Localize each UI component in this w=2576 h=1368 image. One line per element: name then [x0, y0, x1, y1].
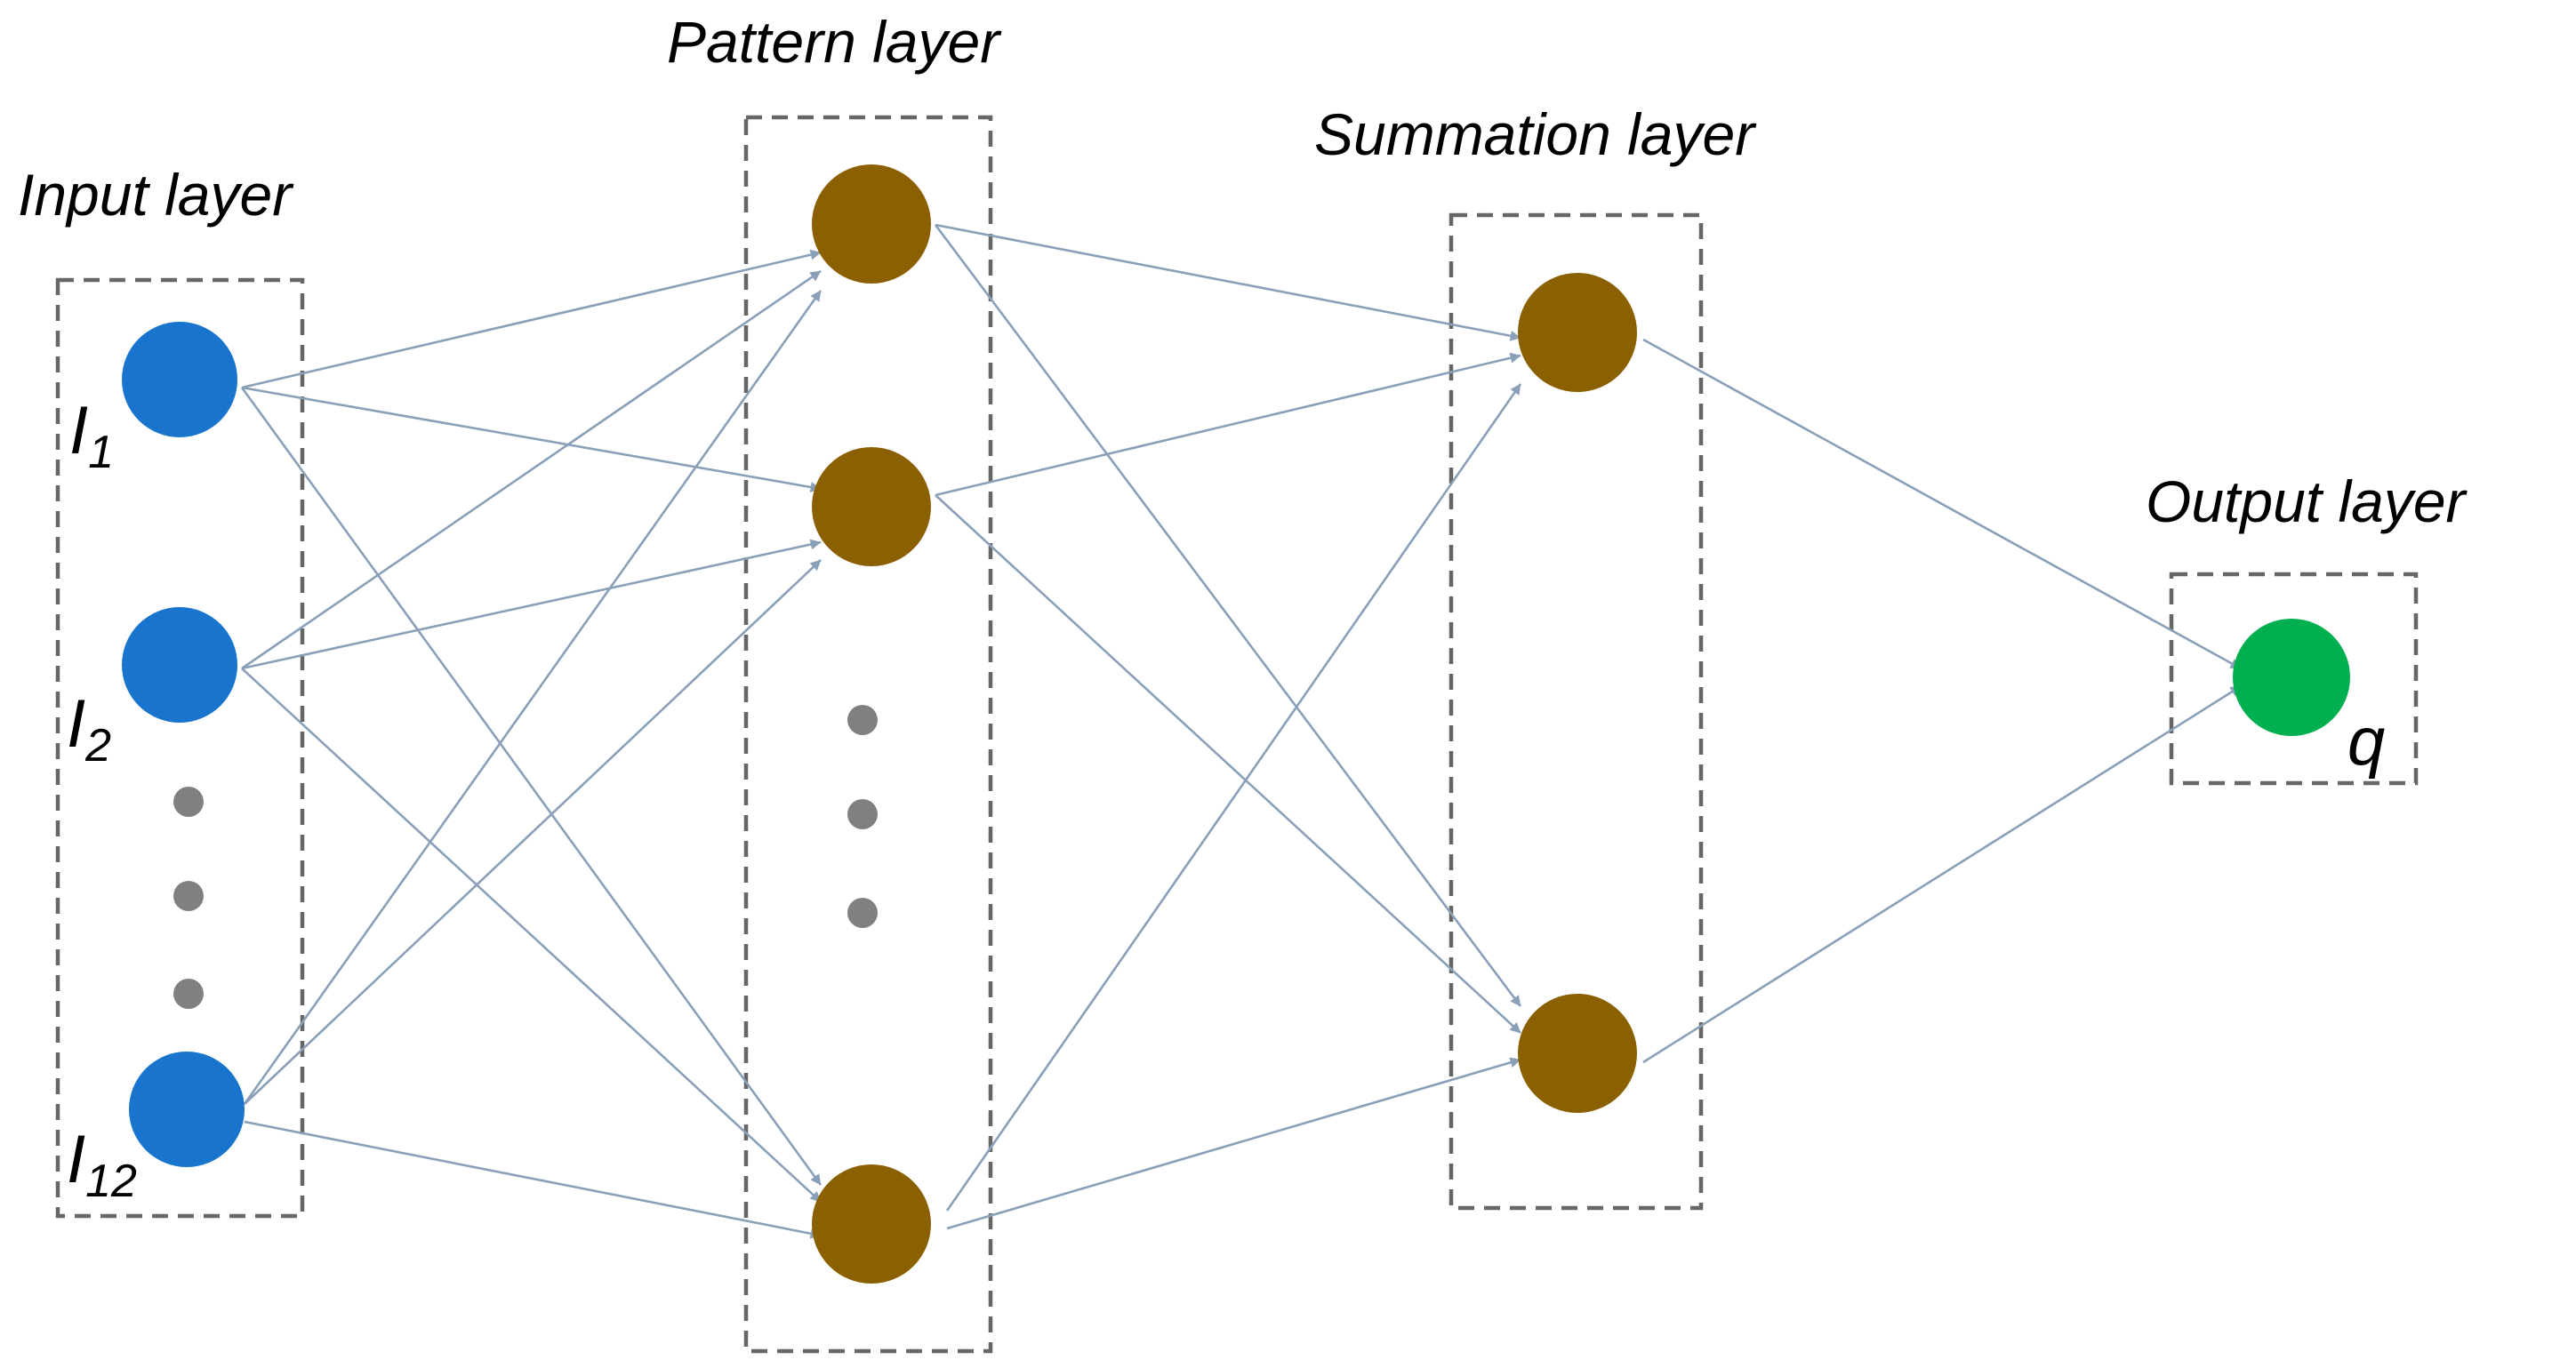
edge-p3-s1: [945, 383, 1522, 1212]
input-layer-box: [55, 277, 305, 1219]
edge-s2-out: [1642, 684, 2242, 1064]
summation-node: [1518, 994, 1637, 1113]
input-node-2: [122, 607, 237, 723]
pattern-node: [812, 1164, 931, 1284]
edge-p1-s2: [934, 224, 1522, 1007]
edge-i1-p2: [241, 386, 822, 492]
summation-node: [1518, 273, 1637, 392]
pattern-ellipsis-dot: [847, 898, 878, 928]
pattern-layer-box: [743, 115, 993, 1354]
summation-layer-title: Summation layer: [1314, 101, 1757, 167]
input-node-1: [122, 322, 237, 437]
edge-i2-p3: [241, 668, 822, 1203]
edge-i2-p1: [241, 269, 822, 670]
edge-i12-p3: [244, 1120, 822, 1239]
edge-i1-p1: [241, 249, 822, 389]
pattern-node: [812, 447, 931, 566]
summation-layer-box: [1448, 212, 1704, 1211]
input-node-12: [129, 1052, 245, 1167]
edge-p3-s2: [946, 1057, 1521, 1230]
pattern-layer-title: Pattern layer: [667, 9, 1002, 75]
input-node-label: I12: [67, 1122, 137, 1207]
input-ellipsis-dot: [173, 881, 204, 911]
edge-s1-out: [1642, 338, 2242, 670]
pattern-ellipsis-dot: [847, 799, 878, 829]
pattern-node: [812, 164, 931, 284]
connections: [240, 223, 2242, 1239]
output-layer-box: [2169, 572, 2419, 786]
edge-i12-p2: [244, 559, 822, 1105]
pattern-ellipsis-dot: [847, 705, 878, 735]
edge-i1-p3: [240, 387, 823, 1186]
input-ellipsis-dot: [173, 787, 204, 817]
edge-p2-s1: [935, 352, 1521, 497]
input-ellipsis-dot: [173, 979, 204, 1009]
edge-i12-p1: [243, 290, 823, 1105]
edge-p2-s2: [935, 494, 1521, 1034]
input-node-label: I1: [69, 393, 114, 478]
input-layer-title: Input layer: [18, 162, 294, 228]
edge-i2-p2: [241, 539, 822, 670]
output-node: [2233, 619, 2350, 736]
input-node-label: I2: [67, 686, 111, 772]
output-layer-title: Output layer: [2146, 468, 2468, 534]
output-node-label: q: [2347, 704, 2385, 780]
edge-p1-s1: [935, 223, 1521, 341]
